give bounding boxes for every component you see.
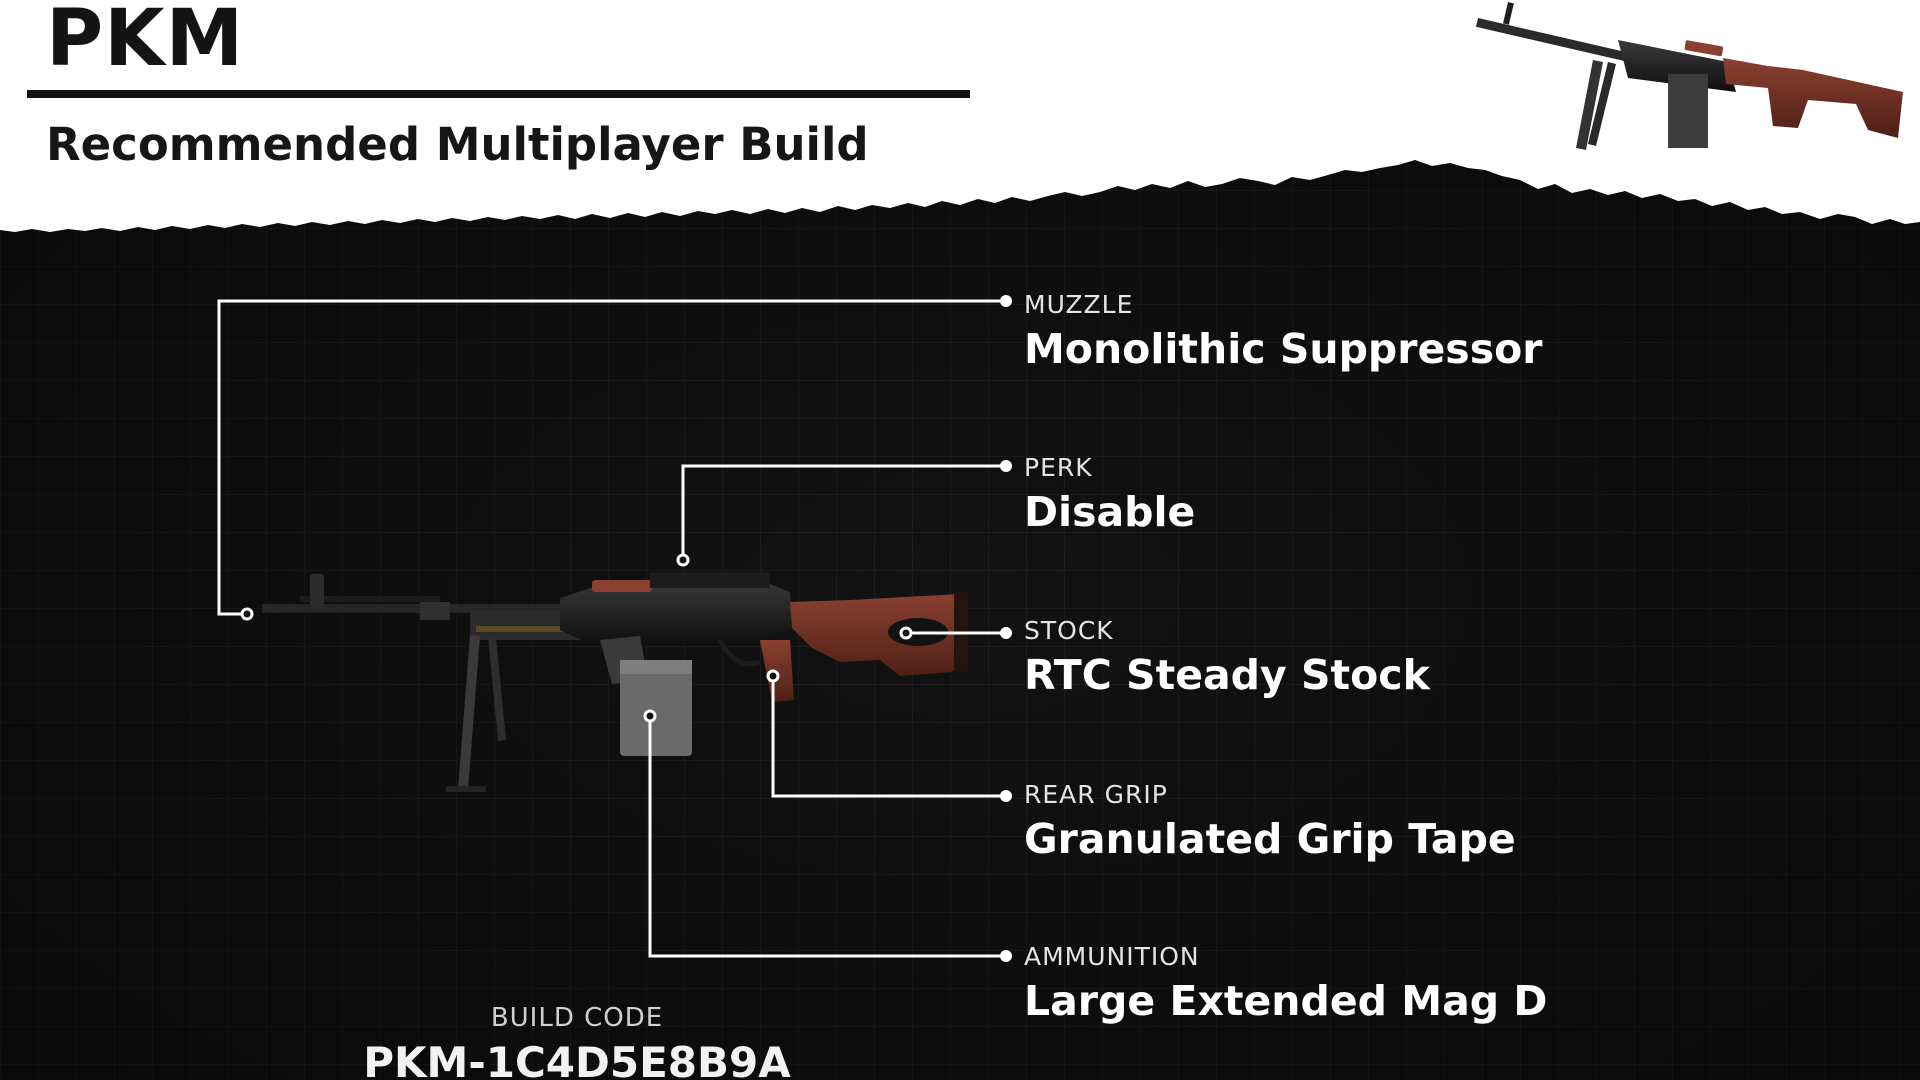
weapon-title: PKM (46, 0, 245, 84)
stock-attachment: RTC Steady Stock (1024, 651, 1430, 699)
machine-gun-image (262, 572, 968, 792)
perk-leader-line (681, 464, 1006, 560)
machine-gun-thumbnail-image (1475, 2, 1903, 150)
header-rule (27, 90, 970, 98)
muzzle-leader-line (217, 299, 1006, 616)
rear-grip-category: REAR GRIP (1024, 780, 1168, 809)
ammunition-leader-line (648, 716, 1006, 958)
rear-grip-anchor-ring (766, 669, 780, 683)
anchor-rings (240, 553, 913, 723)
perk-category: PERK (1024, 453, 1093, 482)
stock-anchor-ring (899, 626, 913, 640)
muzzle-attachment: Monolithic Suppressor (1024, 325, 1543, 373)
perk-anchor-ring (676, 553, 690, 567)
rear-grip-attachment: Granulated Grip Tape (1024, 815, 1516, 863)
leader-dots (1000, 295, 1012, 962)
rear-grip-leader-line (771, 676, 1006, 798)
muzzle-category: MUZZLE (1024, 290, 1134, 319)
ammunition-end-dot (1000, 950, 1012, 962)
perk-end-dot (1000, 460, 1012, 472)
ammunition-anchor-ring (643, 709, 657, 723)
perk-attachment: Disable (1024, 488, 1196, 536)
ammunition-category: AMMUNITION (1024, 942, 1200, 971)
stock-end-dot (1000, 627, 1012, 639)
build-code-label: BUILD CODE (490, 1003, 664, 1033)
stock-category: STOCK (1024, 616, 1114, 645)
leader-lines (217, 299, 1006, 958)
muzzle-anchor-ring (240, 607, 254, 621)
ammunition-attachment: Large Extended Mag D (1024, 977, 1548, 1025)
muzzle-end-dot (1000, 295, 1012, 307)
rear-grip-end-dot (1000, 790, 1012, 802)
build-code-value: PKM-1C4D5E8B9A (363, 1038, 791, 1080)
page-subtitle: Recommended Multiplayer Build (46, 118, 869, 171)
torn-paper-header (0, 0, 1920, 232)
